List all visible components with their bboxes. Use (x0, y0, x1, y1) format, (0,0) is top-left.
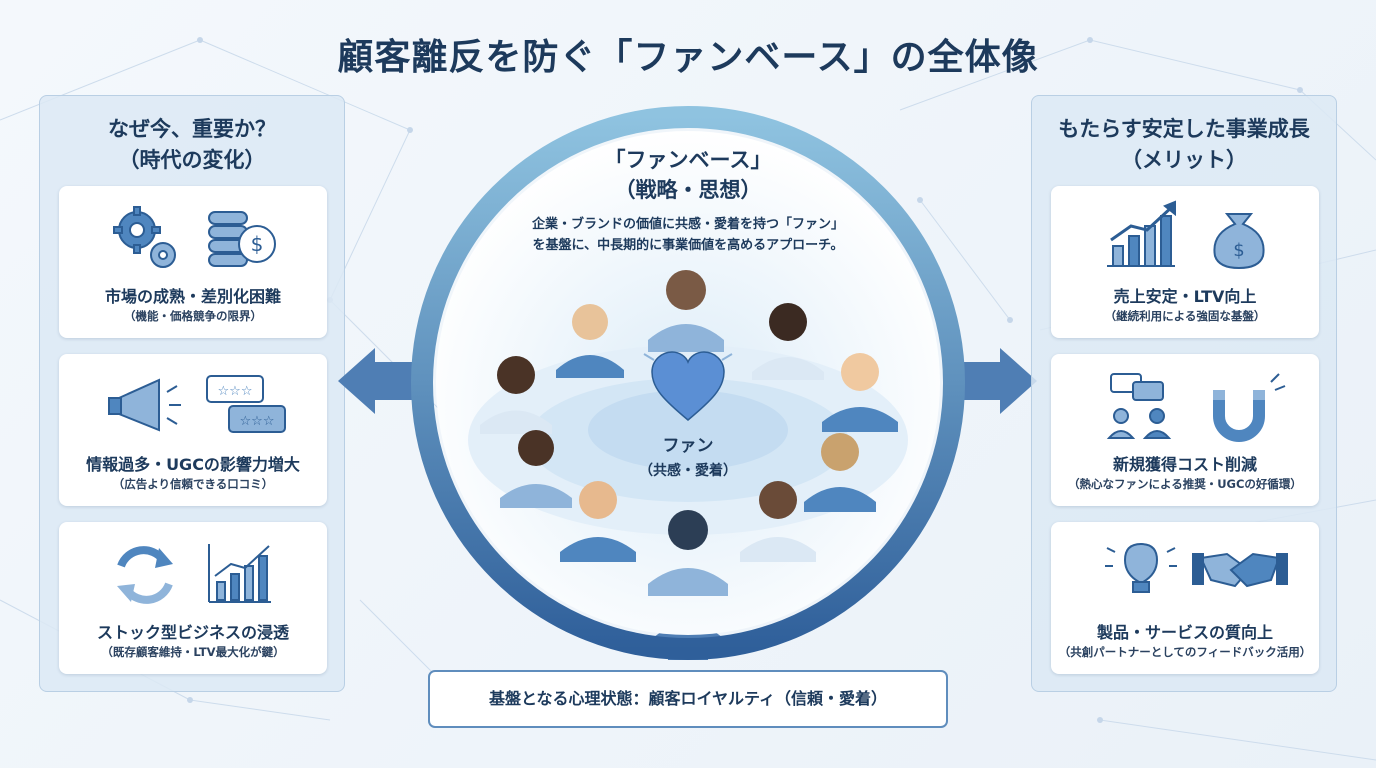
card-subtitle: （既存顧客維持・LTV最大化が鍵） (101, 645, 285, 659)
card-subtitle: （広告より信頼できる口コミ） (112, 477, 274, 491)
fan-label-block: ファン （共感・愛着） (588, 434, 788, 484)
people-chat-icon (1106, 373, 1172, 439)
svg-text:☆☆☆: ☆☆☆ (218, 384, 253, 399)
card-acquisition-cost: 新規獲得コスト削減 （熱心なファンによる推奨・UGCの好循環） (1051, 354, 1319, 506)
card-title: 売上安定・LTV向上 (1113, 287, 1257, 306)
center-heading: 「ファンベース」 （戦略・思想） (538, 145, 838, 205)
card-title: 製品・サービスの質向上 (1096, 623, 1273, 642)
person-icon (556, 304, 624, 378)
customer-loyalty-box: 基盤となる心理状態：顧客ロイヤルティ（信頼・愛着） (428, 670, 948, 728)
review-stars-icon: ☆☆☆ ☆☆☆ (206, 375, 286, 433)
right-heading-line1: もたらす安定した事業成長 (1058, 117, 1310, 141)
left-heading-line1: なぜ今、重要か？ (108, 117, 276, 141)
person-icon (480, 356, 552, 434)
center-desc-line1: 企業・ブランドの価値に共感・愛着を持つ「ファン」 (531, 217, 844, 232)
refresh-cycle-icon (117, 546, 173, 604)
lightbulb-icon (1105, 542, 1177, 593)
left-arrow (338, 348, 425, 414)
card-market-maturity: $ 市場の成熟・差別化困難 （機能・価格競争の限界） (59, 186, 327, 338)
card-quality-improvement: 製品・サービスの質向上 （共創パートナーとしてのフィードバック活用） (1051, 522, 1319, 674)
fan-label: ファン (662, 436, 714, 456)
card-title: 市場の成熟・差別化困難 (104, 287, 281, 306)
fanbase-circle (338, 106, 1037, 660)
heart-icon (643, 330, 733, 421)
card-title: ストック型ビジネスの浸透 (96, 623, 289, 642)
right-heading-line2: （メリット） (1121, 148, 1247, 172)
money-bag-icon: $ (1213, 213, 1265, 270)
left-heading-line2: （時代の変化） (118, 148, 266, 172)
left-panel-why-now: なぜ今、重要か？ （時代の変化） $ 市場の成熟・差別化困難 （機能・価格競争の… (39, 95, 345, 692)
person-icon (560, 481, 636, 562)
right-panel-benefits: もたらす安定した事業成長 （メリット） $ 売上安定・LTV向上 （継続利用によ… (1031, 95, 1337, 692)
svg-text:$: $ (1233, 240, 1244, 261)
person-icon (752, 303, 824, 380)
card-subtitle: （継続利用による強固な基盤） (1104, 309, 1266, 323)
card-subtitle: （機能・価格競争の限界） (124, 309, 262, 323)
left-panel-heading: なぜ今、重要か？ （時代の変化） (40, 114, 344, 176)
handshake-icon (1192, 552, 1288, 588)
card-title: 情報過多・UGCの影響力増大 (86, 455, 300, 474)
fan-sublabel: （共感・愛着） (639, 463, 737, 479)
center-description: 企業・ブランドの価値に共感・愛着を持つ「ファン」 を基盤に、中長期的に事業価値を… (488, 214, 888, 256)
megaphone-icon (108, 378, 181, 432)
person-icon (822, 353, 898, 432)
growth-chart-icon (208, 544, 271, 603)
right-panel-heading: もたらす安定した事業成長 （メリット） (1032, 114, 1336, 176)
rising-chart-icon (1107, 200, 1176, 267)
card-subtitle: （熱心なファンによる推奨・UGCの好循環） (1068, 477, 1302, 491)
center-desc-line2: を基盤に、中長期的に事業価値を高めるアプローチ。 (532, 238, 844, 253)
person-icon (648, 510, 728, 596)
card-sales-stability: $ 売上安定・LTV向上 （継続利用による強固な基盤） (1051, 186, 1319, 338)
card-subtitle: （共創パートナーとしてのフィードバック活用） (1058, 645, 1312, 659)
card-title: 新規獲得コスト削減 (1112, 455, 1257, 474)
center-heading-line2: （戦略・思想） (614, 178, 762, 202)
gears-icon (113, 206, 176, 268)
right-arrow (952, 348, 1037, 414)
person-icon (648, 270, 724, 352)
svg-text:☆☆☆: ☆☆☆ (240, 414, 275, 429)
card-stock-business: ストック型ビジネスの浸透 （既存顧客維持・LTV最大化が鍵） (59, 522, 327, 674)
coins-dollar-icon: $ (208, 211, 276, 267)
page-title: 顧客離反を防ぐ「ファンベース」の全体像 (337, 37, 1039, 78)
magnet-icon (1213, 373, 1286, 442)
person-icon (500, 430, 572, 508)
person-icon (804, 433, 876, 512)
svg-text:$: $ (251, 232, 264, 256)
person-icon (740, 481, 816, 562)
card-info-overload: ☆☆☆ ☆☆☆ 情報過多・UGCの影響力増大 （広告より信頼できる口コミ） (59, 354, 327, 506)
center-heading-line1: 「ファンベース」 (604, 148, 772, 172)
